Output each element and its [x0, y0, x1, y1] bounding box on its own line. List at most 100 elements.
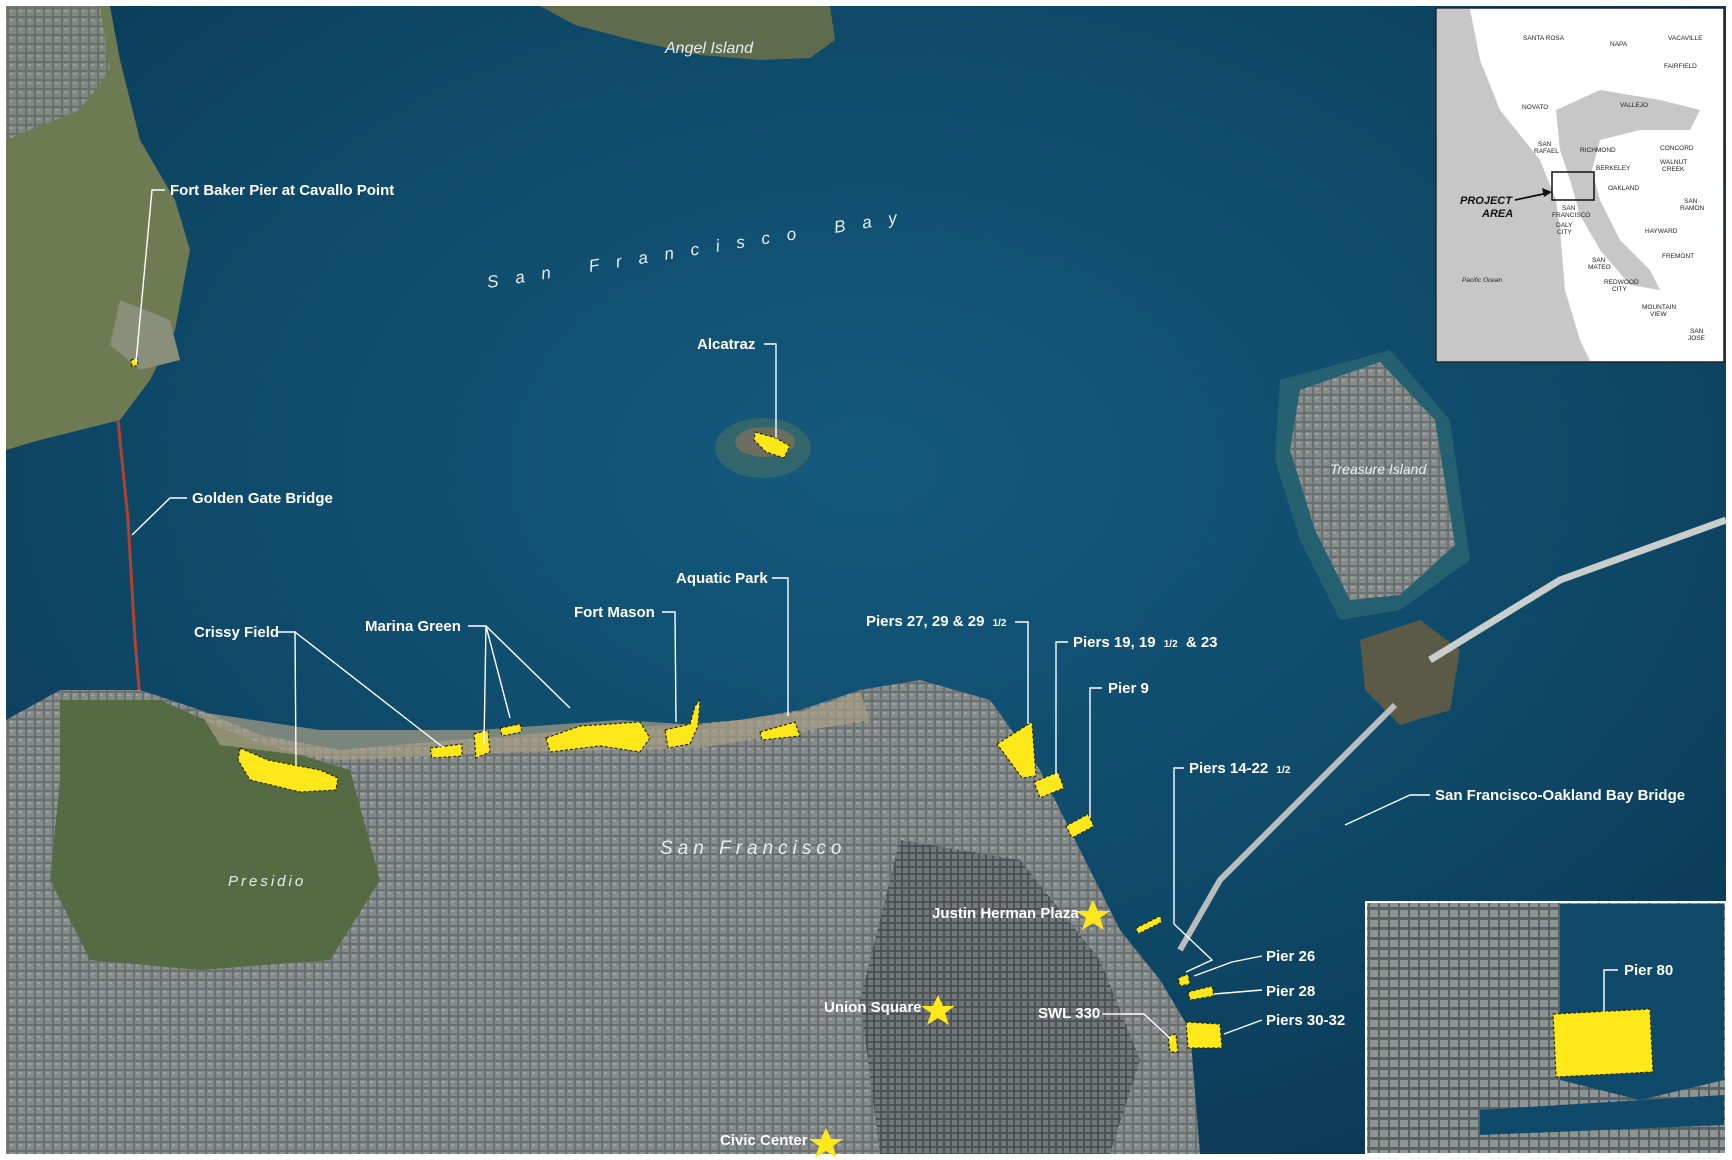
locator-mtnview-2: VIEW — [1650, 311, 1667, 318]
site-pier-28[interactable] — [1187, 985, 1215, 1001]
label-piers-27-29-main: Piers 27, 29 & 29 — [866, 613, 984, 630]
label-piers-27-29: Piers 27, 29 & 29 1/2 — [866, 613, 1007, 630]
label-piers-30-32: Piers 30-32 — [1266, 1012, 1345, 1029]
label-piers-19-frac: 1/2 — [1164, 639, 1178, 650]
site-swl-330[interactable] — [1167, 1033, 1179, 1053]
locator-fremont: FREMONT — [1662, 253, 1694, 260]
label-fort-baker: Fort Baker Pier at Cavallo Point — [170, 182, 394, 199]
locator-project-label-2: AREA — [1481, 208, 1513, 220]
label-piers-27-29-frac: 1/2 — [993, 618, 1007, 629]
locator-vacaville: VACAVILLE — [1668, 35, 1703, 42]
label-fort-mason: Fort Mason — [574, 604, 655, 621]
site-pier-80[interactable] — [1552, 1008, 1654, 1078]
locator-project-label-1: PROJECT — [1460, 195, 1513, 207]
label-pier-26: Pier 26 — [1266, 948, 1315, 965]
label-alcatraz: Alcatraz — [697, 336, 755, 353]
san-francisco-label: San Francisco — [660, 838, 846, 859]
leader-lines — [131, 189, 1430, 1041]
locator-daly-1: DALY — [1556, 222, 1573, 229]
label-piers-19-23: Piers 19, 19 1/2 & 23 — [1073, 634, 1218, 651]
label-pier-9: Pier 9 — [1108, 680, 1149, 697]
label-piers-14-22: Piers 14-22 1/2 — [1189, 760, 1291, 777]
star-icon-union-square — [921, 995, 955, 1025]
locator-sanjose-1: SAN — [1690, 328, 1704, 335]
site-aquatic-park[interactable] — [759, 721, 801, 741]
locator-san-rafael-1: SAN — [1538, 141, 1552, 148]
locator-concord: CONCORD — [1660, 145, 1694, 152]
site-fort-mason[interactable] — [664, 698, 701, 749]
site-pier-9[interactable] — [1065, 813, 1095, 839]
fort-baker-shore — [110, 300, 180, 370]
locator-pacific-label: Pacific Ocean — [1462, 277, 1502, 284]
locator-sanjose-2: JOSE — [1688, 335, 1706, 342]
locator-bay — [1556, 90, 1700, 290]
label-piers-19-tail: & 23 — [1186, 634, 1218, 651]
locator-walnut-2: CREEK — [1662, 166, 1685, 173]
arrow-icon — [1514, 192, 1549, 201]
locator-novato: NOVATO — [1522, 104, 1548, 111]
pier-80-inset-channel — [1480, 1095, 1724, 1135]
label-pier-80: Pier 80 — [1624, 962, 1673, 979]
locator-fairfield: FAIRFIELD — [1664, 63, 1697, 70]
site-marina-green-east[interactable] — [499, 723, 523, 737]
locator-berkeley: BERKELEY — [1596, 165, 1631, 172]
label-marina-green: Marina Green — [365, 618, 461, 635]
golden-gate-bridge-span — [116, 419, 142, 701]
locator-project-box — [1551, 171, 1595, 201]
yerba-buena-island — [1360, 620, 1460, 725]
locator-sf-2: FRANCISCO — [1552, 212, 1590, 219]
locator-oakland: OAKLAND — [1608, 185, 1639, 192]
arrow-head — [1542, 188, 1552, 197]
project-sites — [130, 357, 1223, 1053]
locator-mateo-2: MATEO — [1588, 264, 1611, 271]
label-bay-bridge: San Francisco-Oakland Bay Bridge — [1435, 787, 1685, 804]
locator-daly-2: CITY — [1557, 229, 1572, 236]
locator-mateo-1: SAN — [1592, 257, 1606, 264]
locator-sf-1: SAN — [1562, 205, 1576, 212]
presidio-label: Presidio — [228, 873, 306, 890]
site-piers-27-29[interactable] — [996, 720, 1037, 779]
locator-santa-rosa: SANTA ROSA — [1523, 35, 1565, 42]
label-aquatic-park: Aquatic Park — [676, 570, 768, 587]
locator-ramon-1: SAN — [1684, 198, 1698, 205]
locator-hayward: HAYWARD — [1645, 228, 1678, 235]
locator-ocean — [1437, 9, 1590, 361]
label-civic-center: Civic Center — [720, 1132, 808, 1149]
angel-island-label: Angel Island — [664, 40, 754, 57]
locator-mtnview-1: MOUNTAIN — [1642, 304, 1676, 311]
label-swl-330: SWL 330 — [1038, 1005, 1100, 1022]
label-justin-herman: Justin Herman Plaza — [932, 905, 1079, 922]
label-union-square: Union Square — [824, 999, 922, 1016]
label-piers-14-frac: 1/2 — [1276, 765, 1290, 776]
site-marina-main[interactable] — [545, 721, 651, 753]
site-piers-14-22[interactable] — [1135, 915, 1163, 935]
locator-redwood-1: REDWOOD — [1604, 279, 1639, 286]
star-icon-justin-herman — [1076, 900, 1110, 930]
label-piers-19-main: Piers 19, 19 — [1073, 634, 1156, 651]
locator-richmond: RICHMOND — [1580, 147, 1616, 154]
bay-bridge-east-span — [1428, 516, 1728, 663]
treasure-island-label: Treasure Island — [1330, 461, 1427, 477]
bay-bridge-west-span — [1177, 702, 1398, 952]
treasure-island-land — [1290, 362, 1455, 600]
label-piers-14-main: Piers 14-22 — [1189, 760, 1268, 777]
locator-san-rafael-2: RAFAEL — [1534, 148, 1559, 155]
site-marina-green-mid[interactable] — [473, 729, 491, 759]
locator-walnut-1: WALNUT — [1660, 159, 1687, 166]
site-marina-green-west[interactable] — [429, 743, 463, 759]
locator-vallejo: VALLEJO — [1620, 102, 1648, 109]
site-pier-26[interactable] — [1177, 973, 1191, 987]
angel-island-land — [540, 6, 835, 60]
locator-napa: NAPA — [1610, 41, 1628, 48]
downtown-core — [860, 840, 1140, 1154]
locator-ramon-2: RAMON — [1680, 205, 1705, 212]
locator-map: PROJECT AREA Pacific Ocean SANTA ROSA NA… — [1435, 7, 1725, 363]
label-pier-28: Pier 28 — [1266, 983, 1315, 1000]
site-piers-30-32[interactable] — [1185, 1021, 1223, 1049]
label-crissy-field: Crissy Field — [194, 624, 279, 641]
sausalito-town — [6, 6, 110, 140]
site-piers-19-23[interactable] — [1033, 771, 1065, 799]
site-crissy-field[interactable] — [237, 747, 339, 793]
label-golden-gate-bridge: Golden Gate Bridge — [192, 490, 333, 507]
